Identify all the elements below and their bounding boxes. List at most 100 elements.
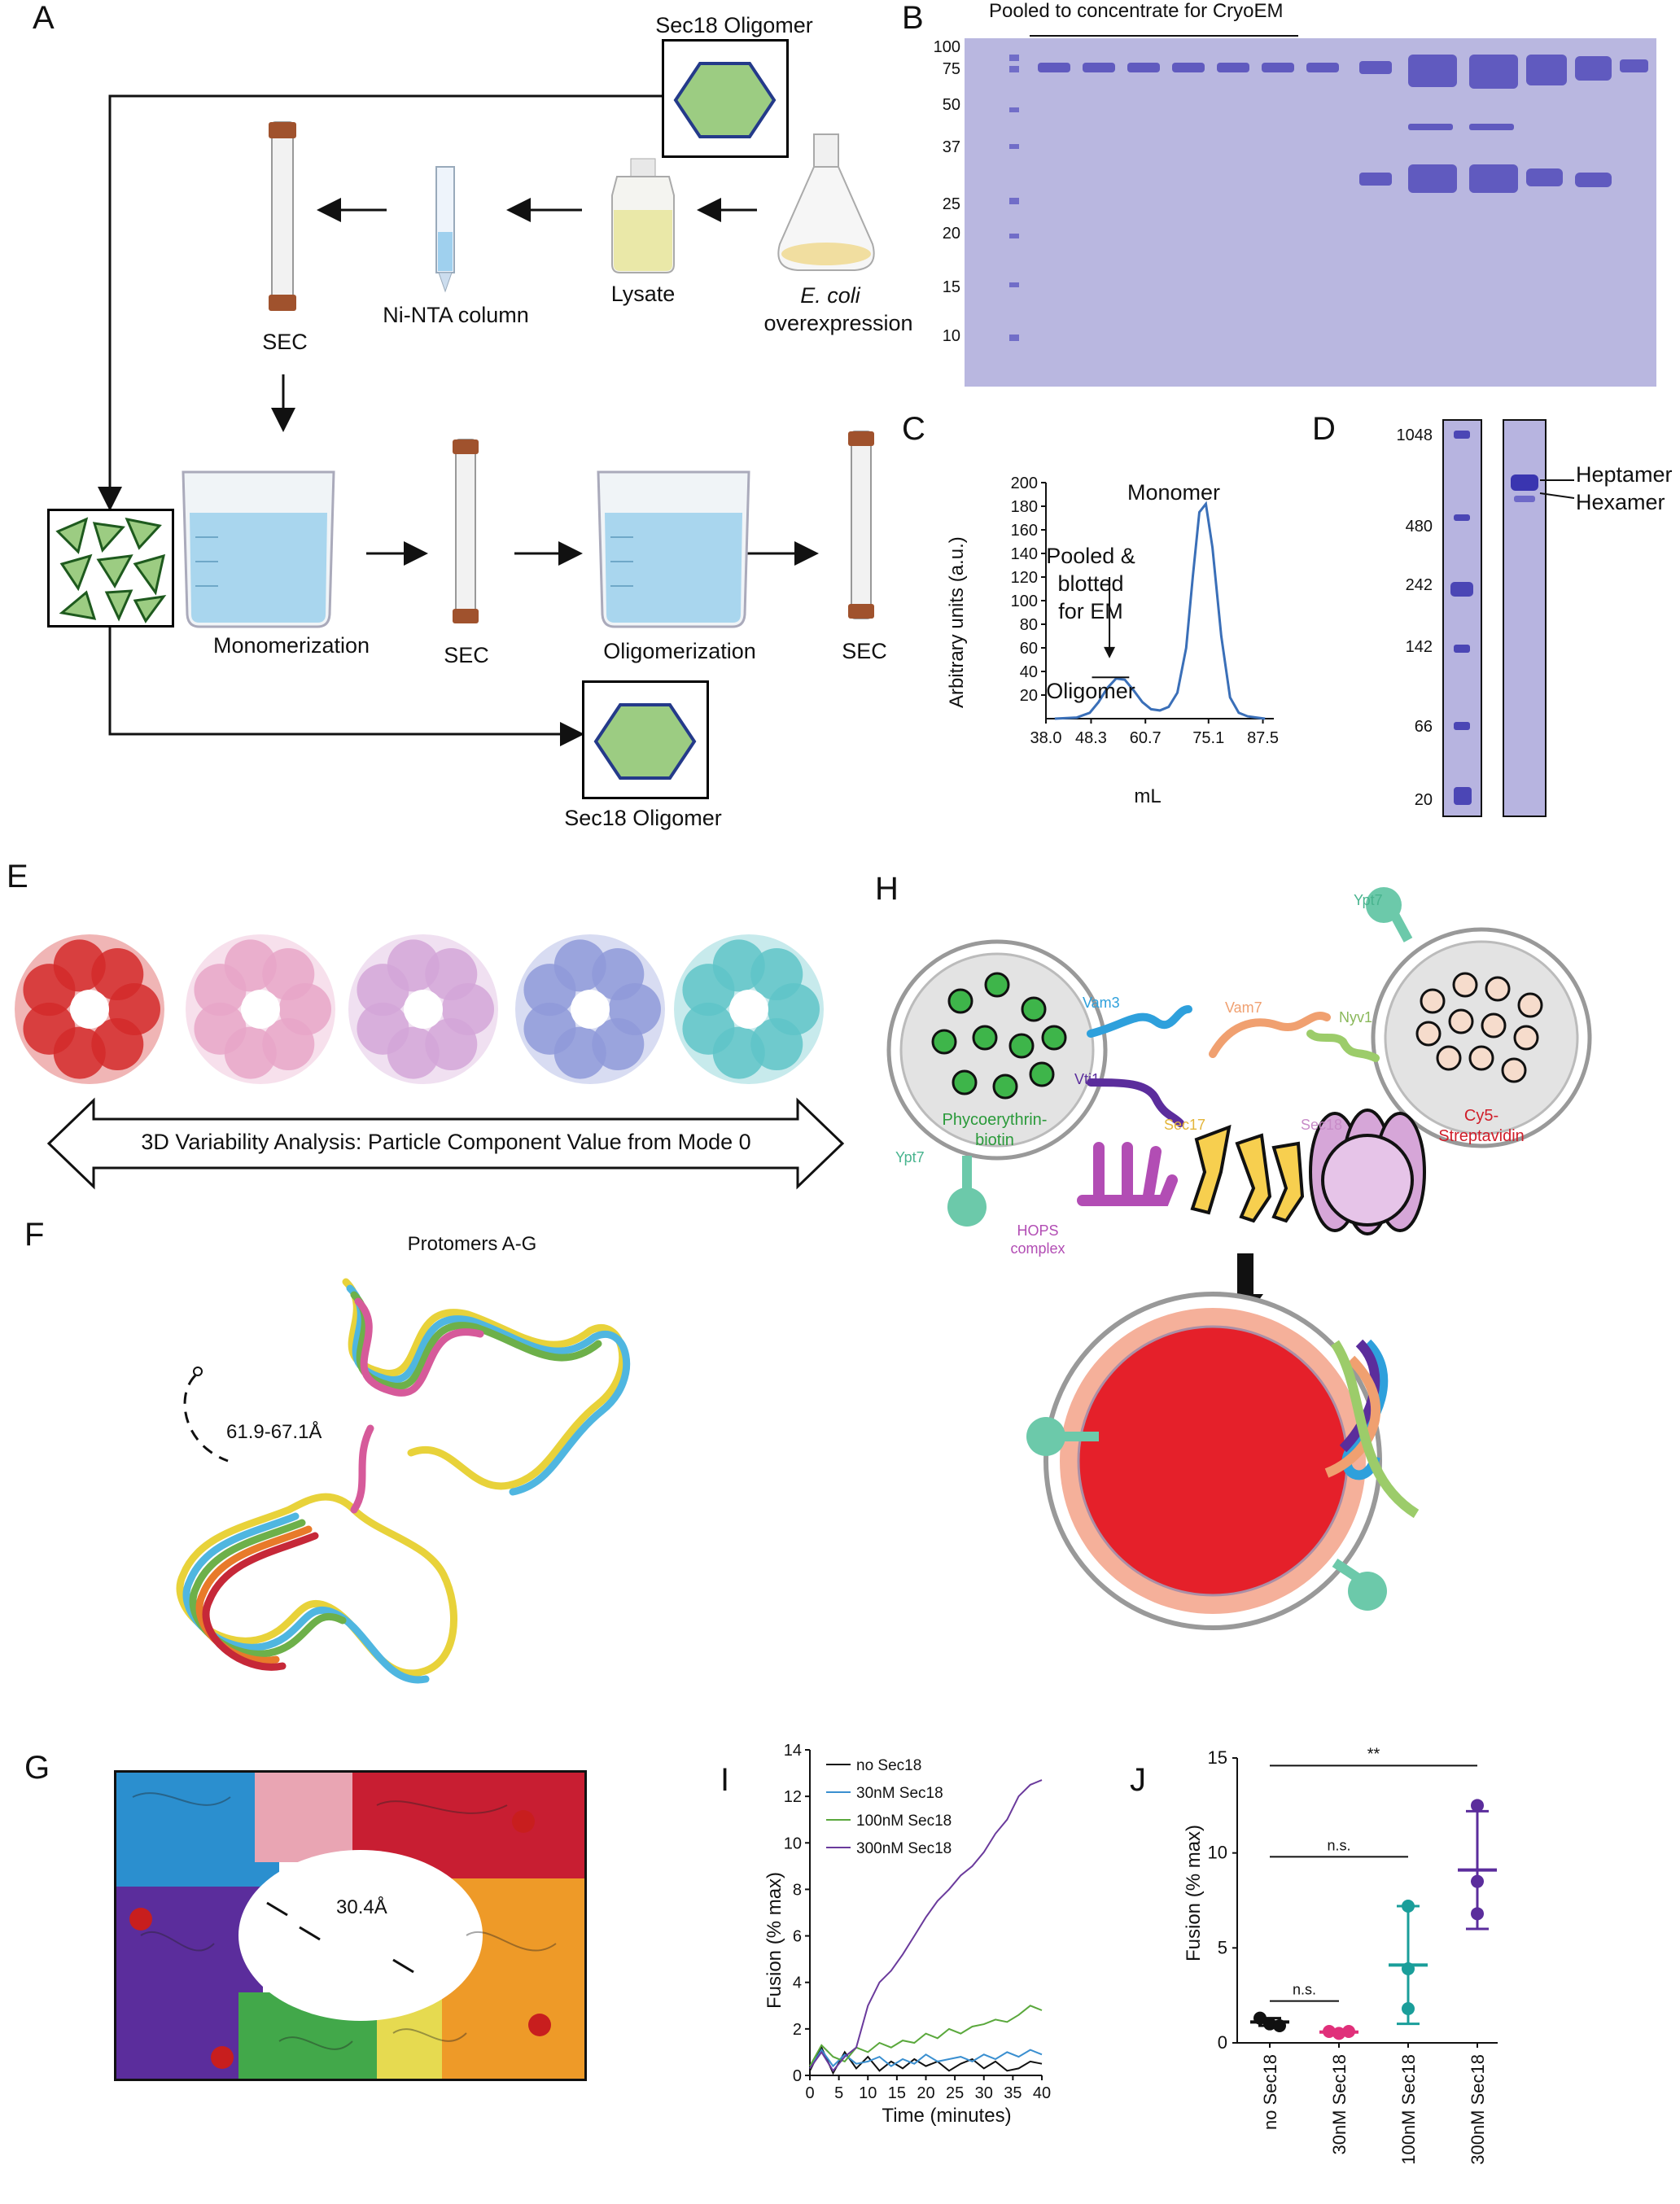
native-marker-480: 480	[1405, 518, 1433, 536]
i-ytick-label: 0	[793, 2067, 802, 2085]
c-ytick-label: 100	[1011, 593, 1038, 610]
j-point-3-0	[1471, 1799, 1484, 1813]
gel-caption: Pooled to concentrate for CryoEM	[989, 0, 1284, 22]
c-ytick-label: 160	[1011, 522, 1038, 540]
panel-label-e: E	[7, 859, 28, 894]
j-point-1-0	[1323, 2025, 1336, 2038]
c-ytick-label: 140	[1011, 545, 1038, 563]
map-lobe-1-6	[262, 947, 315, 1000]
native-marker-142: 142	[1405, 638, 1433, 656]
j-point-0-2	[1273, 2019, 1286, 2032]
ni-nta-label: Ni-NTA column	[383, 303, 529, 327]
map-lobe-3-3	[523, 1002, 576, 1055]
gel-marker-75: 75	[942, 60, 960, 78]
sec18-oligomer-label-top: Sec18 Oligomer	[655, 13, 813, 37]
gel-marker-20: 20	[942, 225, 960, 243]
gel-marker-37: 37	[942, 138, 960, 156]
panel-label-a: A	[33, 0, 55, 36]
hops-label-1: HOPS	[1017, 1222, 1059, 1239]
j-category-label-3: 300nM Sec18	[1468, 2054, 1488, 2165]
c-ytick-label: 120	[1011, 569, 1038, 587]
map-pore-4	[729, 990, 768, 1029]
panel-label-j: J	[1130, 1762, 1146, 1798]
ypt7-label-top: Ypt7	[1354, 892, 1383, 908]
map-lobe-0-3	[23, 1002, 76, 1055]
heptamer-label: Heptamer	[1576, 462, 1673, 487]
sec-column-3	[848, 431, 874, 619]
panel-label-g: G	[24, 1750, 50, 1786]
gel-bands	[1009, 55, 1648, 341]
panel-label-b: B	[902, 0, 924, 36]
i-ytick-label: 10	[784, 1834, 802, 1852]
c-xtick-label: 87.5	[1247, 729, 1279, 747]
sec-label-1: SEC	[262, 330, 308, 354]
i-ytick-label: 14	[784, 1742, 802, 1760]
c-xtick-label: 48.3	[1075, 729, 1107, 747]
cryoem-maps-row	[15, 934, 824, 1084]
i-series-line-3	[809, 1779, 1043, 2073]
map-lobe-2-6	[425, 947, 478, 1000]
ni-nta-column-shape	[435, 166, 455, 293]
j-point-2-0	[1402, 1900, 1415, 1913]
pooled-annotation-2: blotted	[1057, 571, 1124, 596]
c-ytick-label: 60	[1020, 640, 1038, 658]
monomerization-label: Monomerization	[212, 633, 370, 658]
sample-bands	[1511, 474, 1538, 502]
3dva-arrow-text: 3D Variability Analysis: Particle Compon…	[141, 1130, 751, 1154]
j-point-1-1	[1332, 2027, 1345, 2040]
map-pore-1	[241, 990, 280, 1029]
ecoli-label: E. coli	[800, 283, 860, 308]
i-xtick-label: 25	[946, 2084, 964, 2102]
native-marker-20: 20	[1414, 791, 1433, 809]
map-lobe-2-3	[357, 1002, 409, 1055]
panel-label-h: H	[875, 871, 899, 907]
j-point-0-1	[1263, 2017, 1276, 2031]
i-legend-label-0: no Sec18	[856, 1757, 921, 1774]
oligomer-peak-label: Oligomer	[1046, 679, 1135, 703]
panel-label-f: F	[24, 1217, 45, 1253]
pore-distance: 30.4Å	[336, 1896, 387, 1918]
map-lobe-4-6	[750, 947, 803, 1000]
i-xtick-label: 5	[834, 2084, 843, 2102]
map-lobe-4-3	[682, 1002, 735, 1055]
c-ytick-label: 80	[1020, 616, 1038, 634]
double-arrow-shape	[46, 1097, 845, 1190]
lysate-bottle	[611, 158, 675, 273]
j-category-label-1: 30nM Sec18	[1329, 2054, 1350, 2155]
sec18-label: Sec18	[1301, 1117, 1343, 1133]
band-pointer-lines	[1539, 479, 1575, 499]
i-xtick-label: 0	[805, 2084, 814, 2102]
gel-marker-25: 25	[942, 195, 960, 213]
lysate-label: Lysate	[610, 282, 676, 306]
j-point-1-2	[1342, 2025, 1355, 2038]
i-ytick-label: 12	[784, 1788, 802, 1806]
overexpression-label: overexpression	[763, 311, 913, 335]
protomer-distance: 61.9-67.1Å	[226, 1421, 322, 1443]
gel-marker-50: 50	[942, 96, 960, 114]
hexagon-icon	[673, 62, 777, 138]
i-xtick-label: 10	[859, 2084, 877, 2102]
map-lobe-0-6	[91, 947, 144, 1000]
i-xtick-label: 20	[917, 2084, 934, 2102]
ribbon-overlay-image	[176, 1278, 631, 1684]
c-xtick-label: 38.0	[1030, 729, 1062, 747]
hexamer-label: Hexamer	[1576, 490, 1665, 514]
pooled-bracket	[1030, 35, 1298, 37]
sec18-oligomer-label-bottom: Sec18 Oligomer	[564, 806, 722, 830]
pooled-annotation-3: for EM	[1058, 599, 1123, 623]
j-point-2-1	[1402, 1962, 1415, 1975]
phycoerythrin-label-2: biotin	[975, 1131, 1014, 1149]
beaker-oligomerization	[597, 470, 750, 628]
j-point-3-2	[1471, 1907, 1484, 1921]
i-xtick-label: 35	[1004, 2084, 1022, 2102]
ypt7-label-left: Ypt7	[895, 1149, 925, 1165]
sec18-oligomer-box-top	[662, 39, 789, 158]
native-marker-66: 66	[1414, 718, 1433, 736]
monomer-mixture-box	[47, 509, 174, 628]
c-xlabel: mL	[1134, 785, 1162, 807]
structure-top-view-image: 30.4Å	[114, 1770, 587, 2081]
map-lobe-1-3	[194, 1002, 247, 1055]
i-legend-label-2: 100nM Sec18	[856, 1813, 952, 1830]
